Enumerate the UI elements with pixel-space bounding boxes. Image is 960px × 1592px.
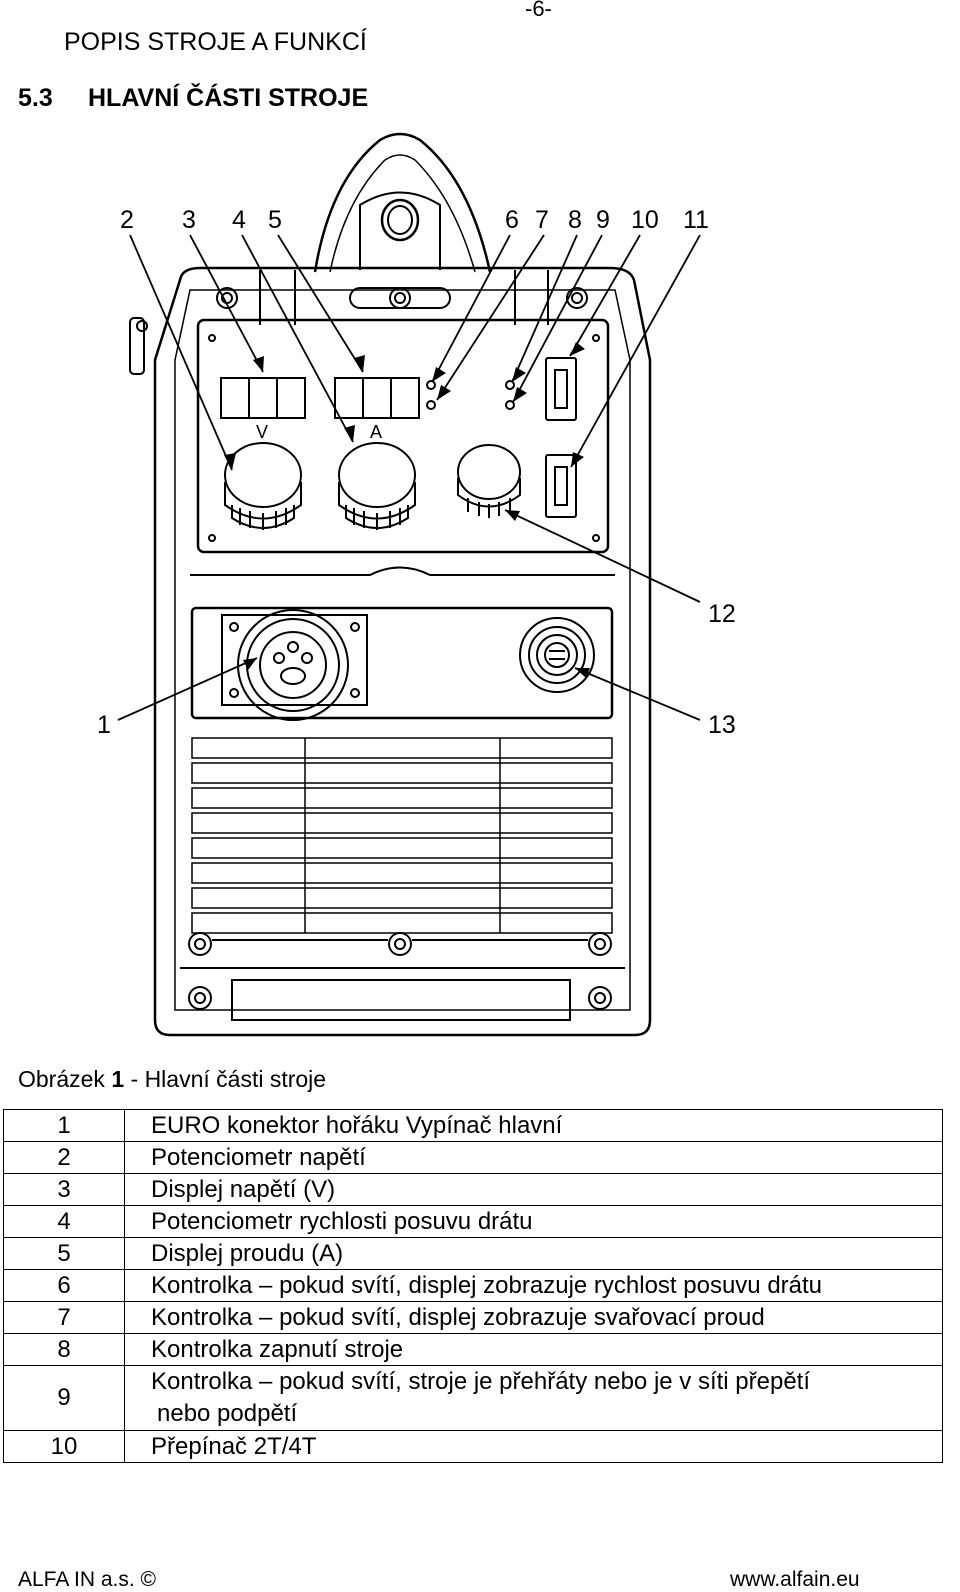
table-row: 5 Displej proudu (A) <box>3 1237 943 1270</box>
handle-hole-icon <box>380 198 420 242</box>
screw-icon <box>389 287 411 309</box>
table-row: 7 Kontrolka – pokud svítí, displej zobra… <box>3 1301 943 1334</box>
table-row: 9 Kontrolka – pokud svítí, stroje je pře… <box>3 1365 943 1431</box>
section-title: HLAVNÍ ČÁSTI STROJE <box>88 84 369 112</box>
machine-front-panel-drawing: V A <box>97 132 736 1037</box>
part-number: 9 <box>3 1365 125 1431</box>
part-description: Kontrolka zapnutí stroje <box>124 1333 943 1366</box>
callout-6: 6 <box>505 206 519 234</box>
display-a-label: A <box>370 422 382 442</box>
section-heading: 5.3 HLAVNÍ ČÁSTI STROJE <box>18 84 368 113</box>
part-description: Přepínač 2T/4T <box>124 1430 943 1463</box>
wire-speed-knob-icon <box>338 442 416 530</box>
part-description: Potenciometr rychlosti posuvu drátu <box>124 1205 943 1238</box>
table-row: 3 Displej napětí (V) <box>3 1173 943 1206</box>
part-number: 10 <box>3 1430 125 1463</box>
part-description: Displej proudu (A) <box>124 1237 943 1270</box>
section-number: 5.3 <box>18 84 53 112</box>
part-description: EURO konektor hořáku Vypínač hlavní <box>124 1109 943 1142</box>
led-icon <box>426 400 436 410</box>
table-row: 2 Potenciometr napětí <box>3 1141 943 1174</box>
screw-icon <box>388 932 412 956</box>
callout-8: 8 <box>568 206 582 234</box>
screw-icon <box>588 986 612 1010</box>
handle <box>313 132 492 273</box>
euro-connector-icon <box>237 609 349 721</box>
voltage-display <box>220 377 306 419</box>
mode-switch <box>545 454 577 518</box>
voltage-knob-icon <box>224 442 302 530</box>
part-number: 4 <box>3 1205 125 1238</box>
callout-11: 11 <box>683 206 709 234</box>
display-v-label: V <box>256 422 268 442</box>
part-number: 5 <box>3 1237 125 1270</box>
callout-4: 4 <box>232 206 246 234</box>
ventilation-grille <box>191 737 613 934</box>
page-number: -6- <box>525 0 552 21</box>
table-row: 1 EURO konektor hořáku Vypínač hlavní <box>3 1109 943 1142</box>
callout-3: 3 <box>182 206 196 234</box>
current-display <box>334 377 420 419</box>
led-icon <box>505 380 515 390</box>
callout-7: 7 <box>535 206 549 234</box>
part-description: Kontrolka – pokud svítí, displej zobrazu… <box>124 1269 943 1302</box>
screw-icon <box>588 932 612 956</box>
led-icon <box>426 380 436 390</box>
part-number: 8 <box>3 1333 125 1366</box>
part-description: Kontrolka – pokud svítí, stroje je přehř… <box>124 1365 943 1431</box>
footer-website: www.alfain.eu <box>730 1568 860 1591</box>
ground-socket-icon <box>519 617 595 693</box>
table-row: 8 Kontrolka zapnutí stroje <box>3 1333 943 1366</box>
screw-icon <box>229 622 239 632</box>
screw-icon <box>188 932 212 956</box>
main-switch <box>545 357 577 421</box>
part-description: Kontrolka – pokud svítí, displej zobrazu… <box>124 1301 943 1334</box>
screw-icon <box>216 287 238 309</box>
table-row: 4 Potenciometr rychlosti posuvu drátu <box>3 1205 943 1238</box>
callout-9: 9 <box>596 206 610 234</box>
header-title: POPIS STROJE A FUNKCÍ <box>64 28 367 56</box>
part-number: 6 <box>3 1269 125 1302</box>
figure-caption: Obrázek 1 - Hlavní části stroje <box>18 1066 327 1092</box>
part-description: Potenciometr napětí <box>124 1141 943 1174</box>
machine-body <box>153 266 652 1037</box>
callout-5: 5 <box>268 206 282 234</box>
part-number: 2 <box>3 1141 125 1174</box>
footer-company: ALFA IN a.s. © <box>18 1568 157 1591</box>
callout-12: 12 <box>708 600 736 628</box>
part-number: 7 <box>3 1301 125 1334</box>
screw-icon <box>566 287 588 309</box>
table-row: 6 Kontrolka – pokud svítí, displej zobra… <box>3 1269 943 1302</box>
parts-table: 1 EURO konektor hořáku Vypínač hlavní 2 … <box>3 1109 943 1463</box>
part-number: 3 <box>3 1173 125 1206</box>
callout-2: 2 <box>120 206 134 234</box>
table-row: 10 Přepínač 2T/4T <box>3 1430 943 1463</box>
callout-10: 10 <box>631 206 659 234</box>
inductance-knob-icon <box>457 444 521 518</box>
callout-13: 13 <box>708 711 736 739</box>
callout-1: 1 <box>97 711 111 739</box>
led-icon <box>505 400 515 410</box>
part-number: 1 <box>3 1109 125 1142</box>
screw-icon <box>188 986 212 1010</box>
connector-panel <box>190 606 614 720</box>
part-description: Displej napětí (V) <box>124 1173 943 1206</box>
control-panel <box>196 318 610 554</box>
